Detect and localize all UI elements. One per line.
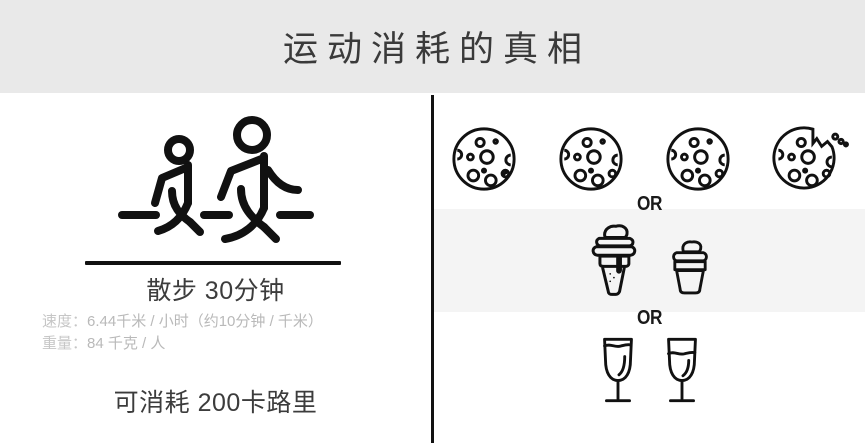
detail-label-speed: 速度： (42, 313, 88, 330)
food-row-wine (434, 333, 865, 411)
vertical-divider (431, 95, 434, 443)
cookie-bitten-icon (771, 125, 849, 193)
right-panel: OR (434, 93, 865, 443)
header-band: 运动消耗的真相 (0, 0, 865, 93)
detail-value-weight: 84 千克 / 人 (87, 335, 166, 352)
section-divider-rule (85, 261, 341, 265)
activity-details: 速度：6.44千米 / 小时（约10分钟 / 千米） 重量：84 千克 / 人 (42, 311, 432, 355)
food-row-cookies (434, 105, 865, 193)
wine-glass-icon (594, 333, 642, 407)
ice-cream-cup-icon (665, 237, 715, 297)
page-title: 运动消耗的真相 (282, 30, 591, 69)
detail-row-weight: 重量：84 千克 / 人 (42, 333, 432, 355)
activity-label: 散步 30分钟 (146, 277, 285, 305)
body-area: 散步 30分钟 速度：6.44千米 / 小时（约10分钟 / 千米） 重量：84… (0, 93, 865, 443)
left-panel: 散步 30分钟 速度：6.44千米 / 小时（约10分钟 / 千米） 重量：84… (0, 93, 431, 443)
cookie-icon (664, 125, 732, 193)
food-row-ice-cream (434, 219, 865, 297)
detail-row-speed: 速度：6.44千米 / 小时（约10分钟 / 千米） (42, 311, 432, 333)
or-label-2: OR (637, 307, 662, 329)
cookie-icon (557, 125, 625, 193)
calorie-result: 可消耗 200卡路里 (113, 389, 318, 417)
ice-cream-cone-icon (585, 219, 641, 297)
cookie-icon (450, 125, 518, 193)
detail-value-speed: 6.44千米 / 小时（约10分钟 / 千米） (87, 313, 323, 330)
walking-people-icon (100, 105, 330, 255)
highlight-band (434, 209, 865, 312)
or-label-1: OR (637, 193, 662, 215)
wine-glass-icon (658, 333, 706, 407)
detail-label-weight: 重量： (42, 335, 88, 352)
